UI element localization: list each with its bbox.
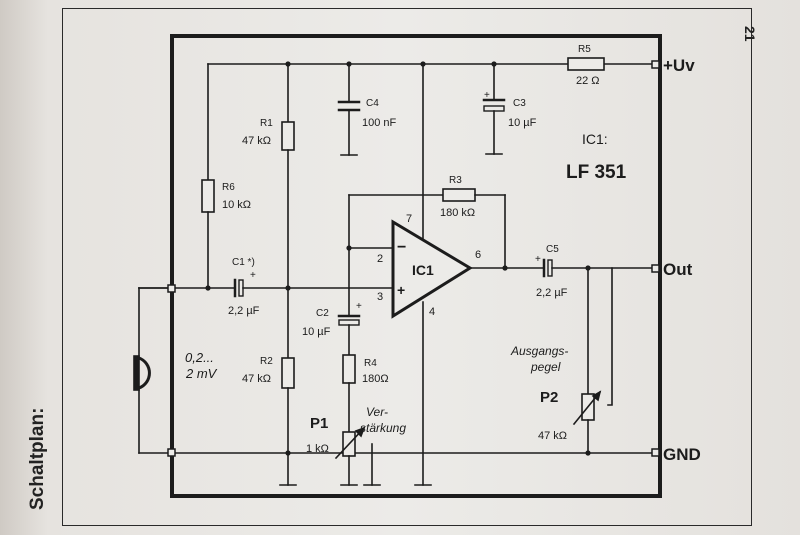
junction-dots <box>205 61 591 456</box>
ic-type: LF 351 <box>566 162 627 183</box>
input-level-line1: 0,2... <box>185 350 214 365</box>
terminal-supply <box>651 60 660 69</box>
svg-text:−: − <box>397 239 406 256</box>
r6-name: R6 <box>222 182 235 193</box>
r1-value: 47 kΩ <box>242 135 271 147</box>
svg-text:+: + <box>535 254 541 265</box>
p2-name: P2 <box>540 389 558 406</box>
terminal-out <box>651 264 660 273</box>
r1-name: R1 <box>260 118 273 129</box>
r5-body <box>567 57 605 71</box>
r2-value: 47 kΩ <box>242 373 271 385</box>
ic-pin-6: 6 <box>475 249 481 261</box>
ic-pin-2: 2 <box>377 253 383 265</box>
p2-label-line1: Ausgangs- <box>510 344 568 358</box>
svg-text:+: + <box>356 301 362 312</box>
c3-name: C3 <box>513 98 526 109</box>
input-level-line2: 2 mV <box>185 366 218 381</box>
c5-value: 2,2 µF <box>536 287 568 299</box>
ic-name: IC1: <box>582 131 608 147</box>
c2-name: C2 <box>316 308 329 319</box>
terminal-supply-label: +Uv <box>663 56 695 75</box>
ic-symbol-label: IC1 <box>412 262 434 278</box>
p1-value: 1 kΩ <box>306 443 329 455</box>
terminal-out-label: Out <box>663 260 693 279</box>
terminal-in-bottom <box>167 448 176 457</box>
p1-label-line1: Ver- <box>366 405 388 419</box>
p2-label-line2: pegel <box>530 360 561 374</box>
r4-value: 180Ω <box>362 373 389 385</box>
microphone-body <box>133 355 140 391</box>
page-frame <box>62 8 752 526</box>
p2-value: 47 kΩ <box>538 430 567 442</box>
svg-text:+: + <box>484 90 490 101</box>
r5-value: 22 Ω <box>576 75 600 87</box>
c5-name: C5 <box>546 244 559 255</box>
ic-pin-7: 7 <box>406 213 412 225</box>
p1-name: P1 <box>310 415 328 432</box>
opamp-triangle <box>391 219 473 319</box>
ic-pin-3: 3 <box>377 291 383 303</box>
c3-value: 10 µF <box>508 117 537 129</box>
svg-text:+: + <box>250 270 256 281</box>
c4-name: C4 <box>366 98 379 109</box>
c1-name: C1 *) <box>232 257 255 268</box>
r1-body <box>281 121 295 151</box>
r6-value: 10 kΩ <box>222 199 251 211</box>
terminal-gnd-label: GND <box>663 445 701 464</box>
r4-body <box>342 354 356 384</box>
r2-body <box>281 357 295 389</box>
c1-value: 2,2 µF <box>228 305 260 317</box>
r3-value: 180 kΩ <box>440 207 475 219</box>
terminal-gnd <box>651 448 660 457</box>
r6-body <box>201 179 215 213</box>
p1-label-line2: stärkung <box>360 421 406 435</box>
terminal-in-top <box>167 284 176 293</box>
svg-text:+: + <box>397 282 405 298</box>
r2-name: R2 <box>260 356 273 367</box>
enclosure-dashed <box>170 34 662 498</box>
r3-name: R3 <box>449 175 462 186</box>
r4-name: R4 <box>364 358 377 369</box>
c2-value: 10 µF <box>302 326 331 338</box>
r3-body <box>442 188 476 202</box>
r5-name: R5 <box>578 44 591 55</box>
ic-pin-4: 4 <box>429 306 435 318</box>
c4-value: 100 nF <box>362 117 397 129</box>
